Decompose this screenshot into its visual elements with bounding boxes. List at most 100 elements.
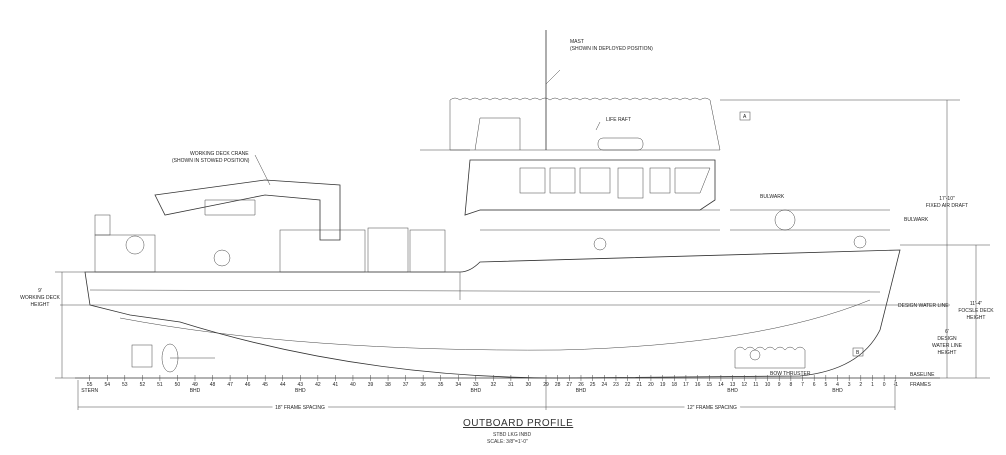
frame-number: 13 [730,382,736,388]
frame-note: BHD [190,388,201,394]
frame-number: 12 [741,382,747,388]
frame-note: BHD [832,388,843,394]
frame-number: 37 [403,382,409,388]
focsle-label: FOCSLE DECK [958,308,994,314]
frame-number: 9 [778,382,781,388]
frame-number: 54 [104,382,110,388]
frame-number: 26 [578,382,584,388]
mast-label-note: (SHOWN IN DEPLOYED POSITION) [570,46,653,52]
air-draft-value: 17'-10" [939,196,955,202]
crane-label: WORKING DECK CRANE [190,151,249,157]
frame-number: 17 [683,382,689,388]
frame-number: 23 [613,382,619,388]
frame-number: 34 [455,382,461,388]
frame-number: 47 [227,382,233,388]
frame-number: 38 [385,382,391,388]
dwl-label-2: WATER LINE [932,343,963,349]
drawing-scale: SCALE: 3/8"=1'-0" [487,439,528,445]
frame-number: 24 [602,382,608,388]
tag-a-box [739,111,751,121]
hull [84,249,901,379]
aft-frame-spacing: 18" FRAME SPACING [275,405,325,411]
frame-number: 51 [157,382,163,388]
frame-number: 6 [813,382,816,388]
dimension-lines [55,69,990,410]
frame-number: 40 [350,382,356,388]
frame-number: 22 [625,382,631,388]
frame-number: 50 [175,382,181,388]
working-deck-label-2: HEIGHT [31,302,50,308]
frame-number: 35 [438,382,444,388]
frame-number: 46 [245,382,251,388]
frame-number: 31 [508,382,514,388]
frame-number: 16 [695,382,701,388]
frame-number: 32 [491,382,497,388]
frame-note: BHD [727,388,738,394]
frame-number: 45 [262,382,268,388]
frame-number: 0 [883,382,886,388]
dwl-text: DESIGN WATER LINE [898,303,949,309]
frame-number: 19 [660,382,666,388]
frame-number: 1 [871,382,874,388]
frame-number: 3 [848,382,851,388]
frame-number: 28 [555,382,561,388]
frame-number: 48 [210,382,216,388]
frame-number: 29 [543,382,549,388]
frame-note: STERN [81,388,98,394]
frame-note: BHD [471,388,482,394]
drawing-title: OUTBOARD PROFILE [463,418,574,429]
frame-number: 20 [648,382,654,388]
working-deck-value: 9' [38,288,42,294]
frame-number: 15 [706,382,712,388]
bow-thruster [734,346,806,369]
frame-number: 21 [636,382,642,388]
frame-number: 42 [315,382,321,388]
deckhouse [420,30,721,216]
frame-number: 7 [801,382,804,388]
frame-number: 5 [824,382,827,388]
focsle-value: 11'-4" [970,301,983,307]
tag-b: B [856,350,860,356]
frame-number: 39 [368,382,374,388]
rudder-propeller [131,343,215,373]
tag-b-box [852,347,864,357]
baseline-label: BASELINE [910,372,935,378]
bulwark-label-bow: BULWARK [904,217,929,223]
frame-number: 27 [567,382,573,388]
frame-number: 18 [671,382,677,388]
frame-number: -1 [894,382,899,388]
frame-note: BHD [576,388,587,394]
tag-a: A [743,114,747,120]
frame-number: 33 [473,382,479,388]
frame-number: 8 [789,382,792,388]
crane-label-note: (SHOWN IN STOWED POSITION) [172,158,250,164]
air-draft-label: FIXED AIR DRAFT [926,203,968,209]
frame-number: 41 [333,382,339,388]
frame-number: 43 [298,382,304,388]
drawing-subtitle: STBD LKG INBD [493,432,532,438]
frame-number: 44 [280,382,286,388]
bow-thruster-label: BOW THRUSTER [770,371,811,377]
dwl-label: DESIGN [937,336,957,342]
focsle-label-2: HEIGHT [967,315,986,321]
frame-number: 55 [87,382,93,388]
frames-label: FRAMES [910,382,932,388]
frame-number: 4 [836,382,839,388]
frame-number: 10 [765,382,771,388]
frame-number: 49 [192,382,198,388]
working-deck-label: WORKING DECK [20,295,60,301]
frame-number: 11 [753,382,758,388]
frame-number: 52 [140,382,146,388]
frame-number: 30 [526,382,532,388]
working-deck-equipment [94,179,890,273]
mast-label: MAST [570,39,584,45]
frame-number: 53 [122,382,128,388]
frame-number: 14 [718,382,724,388]
frame-number: 2 [859,382,862,388]
dwl-label-3: HEIGHT [938,350,957,356]
life-raft-label: LIFE RAFT [606,117,631,123]
dwl-value: 6' [945,329,949,335]
frame-number: 25 [590,382,596,388]
